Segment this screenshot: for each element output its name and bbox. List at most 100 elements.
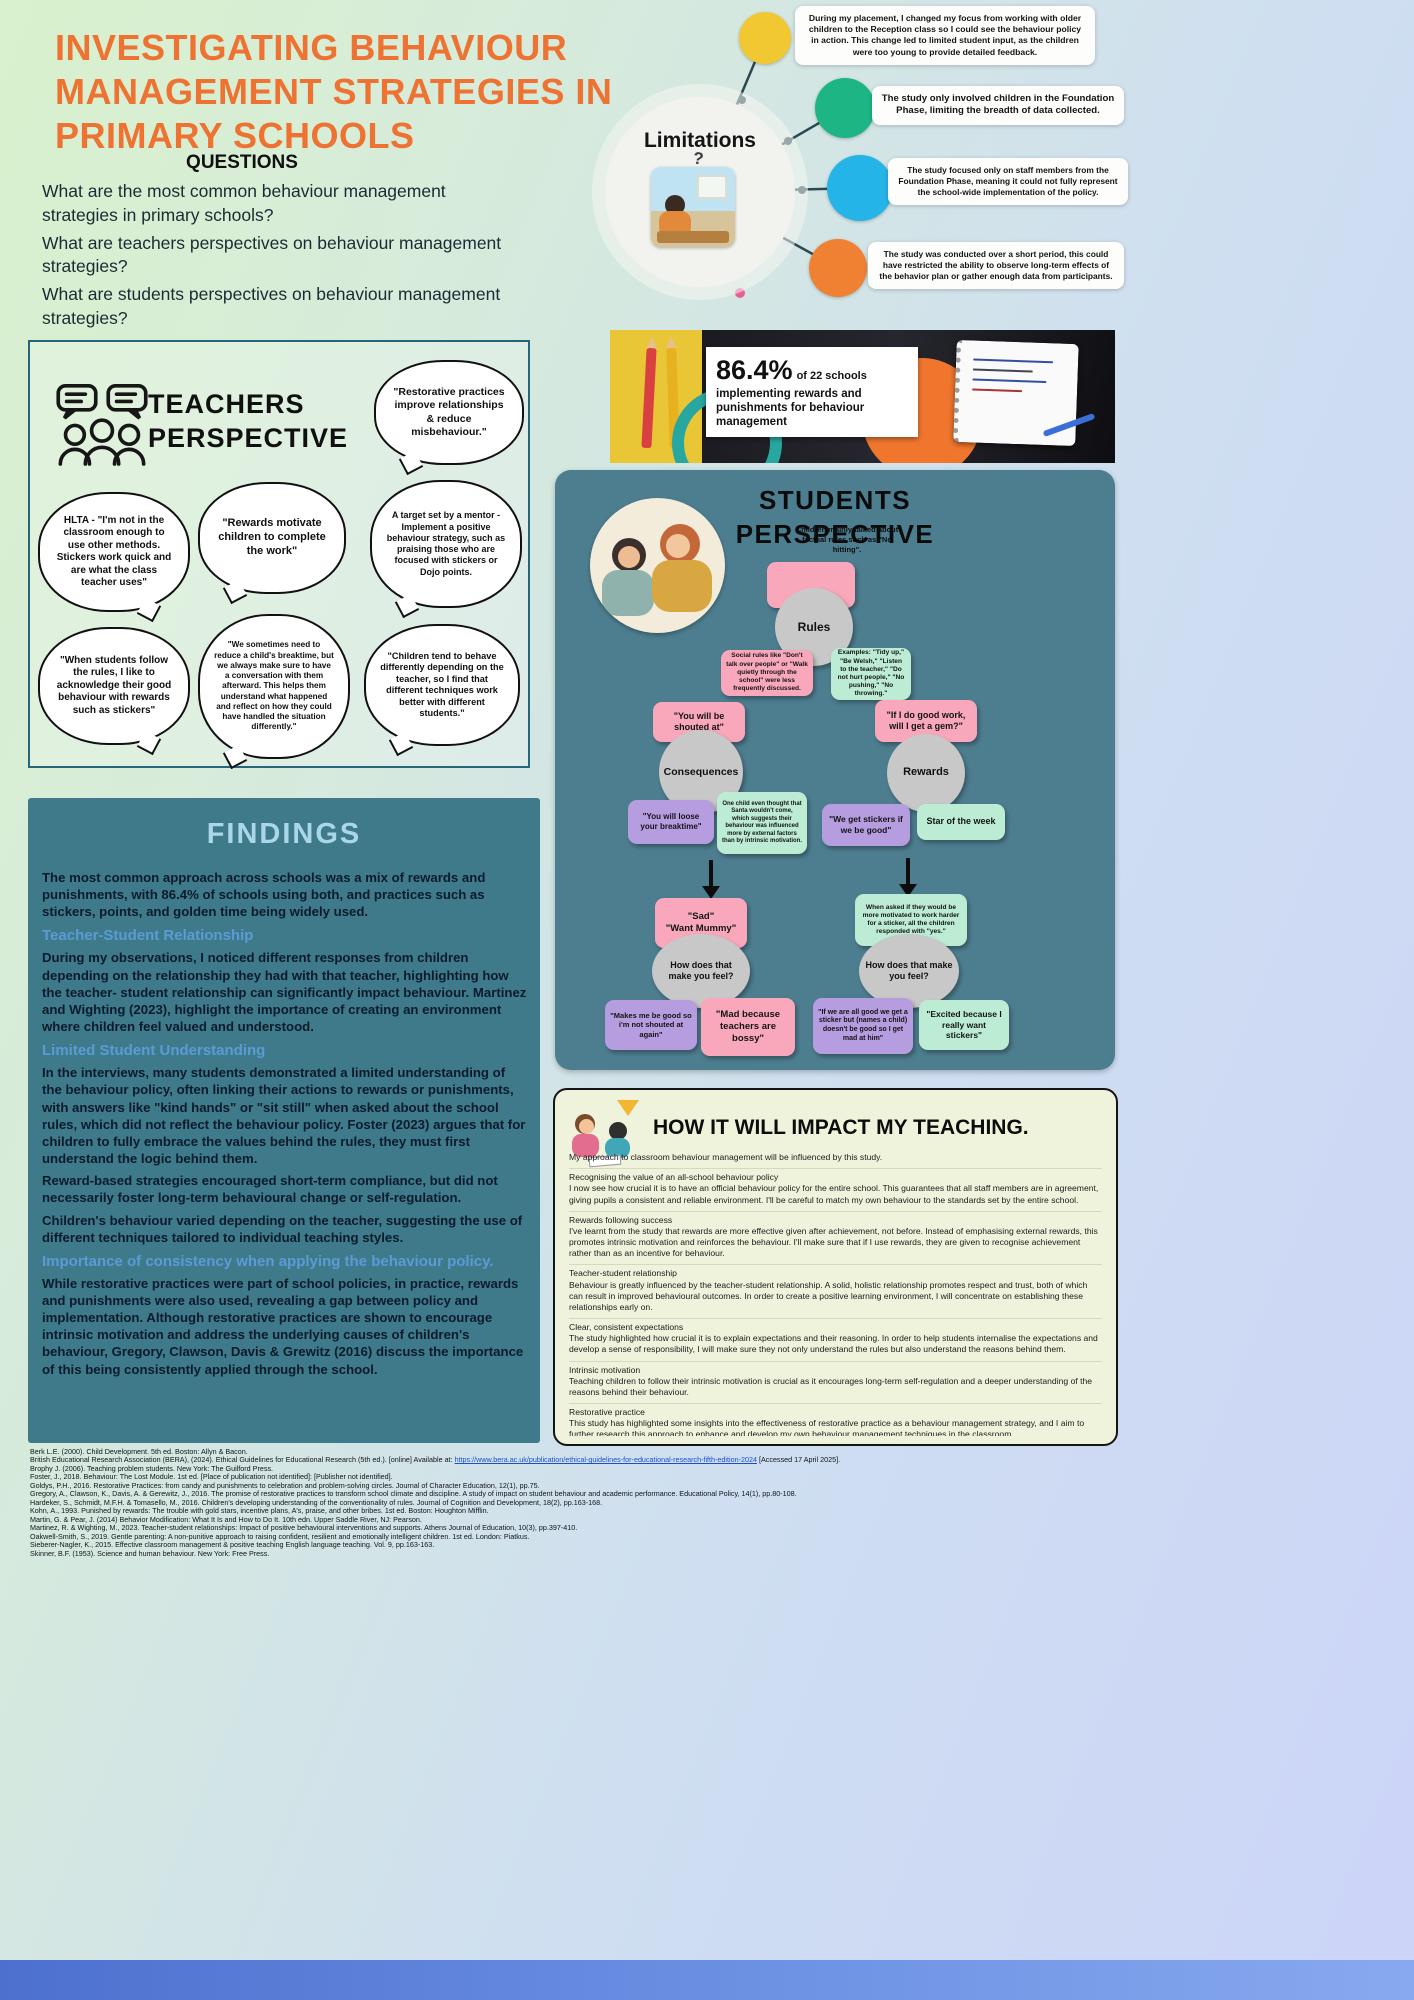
teachers-perspective-section: TEACHERS PERSPECTIVE "Restorative practi… [28,340,530,768]
rules-social-box: Social rules like "Don't talk over peopl… [721,650,813,696]
limitation-card: The study was conducted over a short per… [868,242,1124,289]
lamp-shape [617,1100,639,1116]
bera-guidelines-link[interactable]: https://www.bera.ac.uk/publication/ethic… [454,1455,757,1465]
stat-description: implementing rewards and punishments for… [716,388,865,428]
reward-example-box: Star of the week [917,804,1005,840]
feeling-question-circle: How does that make you feel? [652,934,750,1008]
reference-line: Martinez, R. & Wighting, M., 2023. Teach… [30,1523,578,1533]
teachers-group-icon [56,384,148,466]
findings-paragraph: Children's behaviour varied depending on… [42,1212,523,1245]
students-perspective-section: STUDENTS PERSPECTIVE Children mainly tal… [555,470,1115,1070]
person-hair-shape [609,1122,627,1140]
handwriting-line [973,358,1054,364]
teacher-quote-bubble: "Restorative practices improve relations… [374,360,524,465]
impact-section-block: Rewards following success I've learnt fr… [569,1210,1102,1260]
questions-heading: QUESTIONS [186,152,298,173]
reference-line: Brophy J. (2006). Teaching problem stude… [30,1463,274,1473]
impact-section-block: Restorative practice This study has high… [569,1403,1102,1436]
teachers-heading-line1: TEACHERS [148,389,305,419]
impact-body: My approach to classroom behaviour manag… [569,1152,1102,1436]
limitation-node-green [815,78,875,138]
limitation-card: The study focused only on staff members … [888,158,1128,205]
classroom-illustration [651,167,735,247]
reference-line: Berk L.E. (2000). Child Development. 5th… [30,1447,248,1456]
impact-subheading: Rewards following success [569,1214,673,1225]
feeling-quote-line: "Want Mummy" [665,923,737,934]
findings-subheading: Limited Student Understanding [42,1042,266,1060]
reference-text: [Accessed 17 April 2025]. [757,1455,841,1465]
person-face-shape [618,546,640,568]
students-heading: STUDENTS PERSPECTIVE [555,484,1115,552]
stat-headline: 86.4% of 22 schools [716,355,908,386]
students-talking-illustration [590,498,725,633]
bottom-bar [0,1960,1414,2000]
findings-heading: FINDINGS [206,818,362,850]
students-heading-line1: STUDENTS [758,485,912,515]
impact-section: HOW IT WILL IMPACT MY TEACHING. My appro… [553,1088,1118,1446]
findings-body: The most common approach across schools … [42,864,528,1435]
findings-paragraph: Reward-based strategies encouraged short… [42,1173,498,1206]
person-body-shape [572,1134,599,1157]
stat-card: 86.4% of 22 schools implementing rewards… [706,347,918,437]
impact-paragraph: This study has highlighted some insights… [569,1418,1085,1436]
limitation-card: During my placement, I changed my focus … [795,6,1095,65]
reference-line: Kohn, A., 1993. Punished by rewards: The… [30,1506,489,1516]
down-arrow-icon [701,860,721,899]
impact-section-block: Teacher-student relationship Behaviour i… [569,1264,1102,1313]
feeling-question-circle: How does that make you feel? [859,934,959,1008]
reference-line: Martin, G. & Pear, J. (2014) Behavior Mo… [30,1514,422,1524]
limitation-node-blue [827,155,893,221]
handwriting-line [972,378,1047,384]
reference-line: British Educational Research Association… [30,1456,1150,1464]
teacher-quote-bubble: "We sometimes need to reduce a child's b… [198,614,350,759]
handwriting-line [972,368,1033,373]
reference-line: Hardeker, S., Schmidt, M.F.H. & Tomasell… [30,1497,603,1507]
stat-suffix: of 22 schools [796,370,867,382]
reward-example-box: "We get stickers if we be good" [822,804,910,846]
students-note: Children mainly talked about factual rul… [795,525,899,554]
reference-line: Foster, J., 2018. Behaviour: The Lost Mo… [30,1472,393,1482]
findings-paragraph: During my observations, I noticed differ… [42,950,527,1035]
question-item: What are students perspectives on behavi… [42,284,501,328]
teacher-quote-bubble: "Children tend to behave differently dep… [364,624,520,746]
feeling-quote-line: "Sad" [687,911,715,923]
person-head-shape [665,195,685,215]
findings-paragraph: The most common approach across schools … [42,870,486,920]
student-answer-box: "Makes me be good so i'm not shouted at … [605,1000,697,1050]
reference-line: Gregory, A., Clawson, K., Davis, A. & Ge… [30,1489,797,1499]
impact-paragraph: I now see how crucial it is to have an o… [569,1183,1099,1205]
question-item: What are the most common behaviour manag… [42,181,446,225]
limitation-node-yellow [739,12,791,64]
person-body-shape [652,560,712,612]
impact-paragraph: I've learnt from the study that rewards … [569,1225,1098,1259]
stat-percent: 86.4% [716,355,793,385]
findings-paragraph: While restorative practices were part of… [42,1275,524,1377]
reference-line: Skinner, B.F. (1953). Science and human … [30,1548,270,1558]
down-arrow-icon [898,858,918,897]
impact-paragraph: Behaviour is greatly influenced by the t… [569,1279,1088,1312]
questions-list: What are the most common behaviour manag… [42,180,514,335]
reading-children-illustration [571,1100,645,1168]
teacher-quote-bubble: HLTA - "I'm not in the classroom enough … [38,492,190,612]
impact-subheading: Restorative practice [569,1407,645,1418]
poster-title: INVESTIGATING BEHAVIOUR MANAGEMENT STRAT… [55,27,613,156]
impact-section-block: Clear, consistent expectations The study… [569,1318,1102,1356]
students-heading-line2: PERSPECTIVE [735,518,935,549]
impact-paragraph: Teaching children to follow their intrin… [569,1375,1093,1397]
findings-subheading: Teacher-Student Relationship [42,927,254,945]
limitation-card: The study only involved children in the … [872,86,1124,125]
reference-text: British Educational Research Association… [30,1455,455,1465]
person-face-shape [579,1119,594,1134]
student-answer-box: "If we are all good we get a sticker but… [813,998,913,1054]
impact-paragraph: The study highlighted how crucial it is … [569,1333,1098,1355]
reference-line: Sieberer-Nagler, K., 2015. Effective cla… [30,1540,435,1550]
findings-subheading: Importance of consistency when applying … [42,1252,494,1270]
teacher-quote-bubble: "Rewards motivate children to complete t… [198,482,346,594]
teacher-quote-bubble: "When students follow the rules, I like … [38,627,190,745]
person-face-shape [666,534,690,558]
reference-line: Oakwell-Smith, S., 2019. Gentle parentin… [30,1531,530,1541]
student-answer-box: "Mad because teachers are bossy" [701,998,795,1056]
person-body-shape [602,570,654,616]
rules-examples-box: Examples: "Tidy up," "Be Welsh," "Listen… [831,648,911,700]
